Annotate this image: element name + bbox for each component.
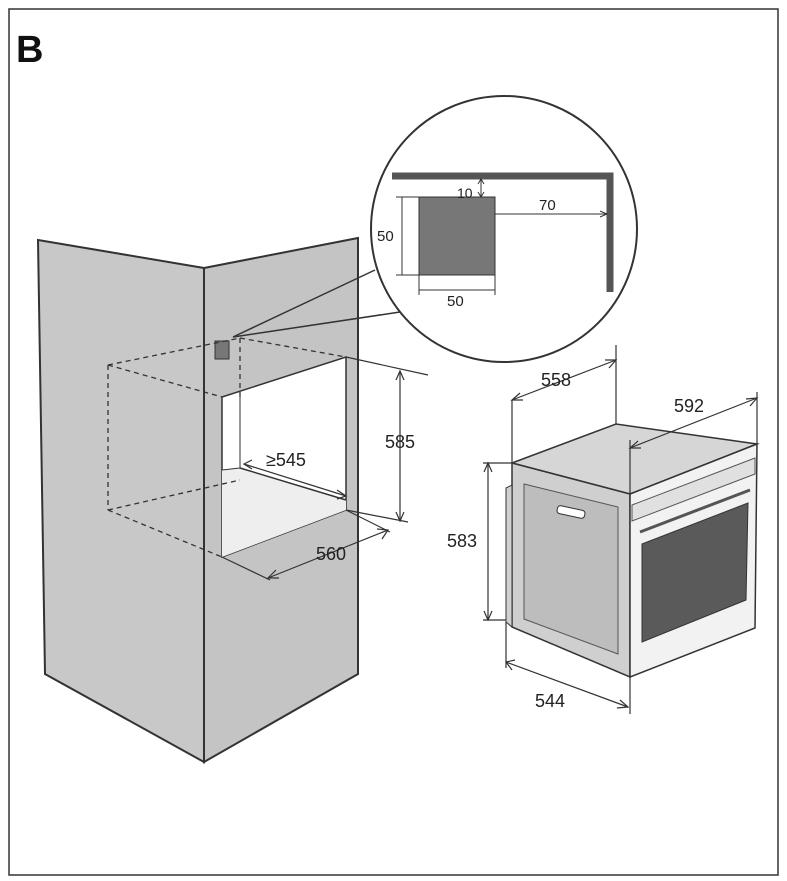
oven-depth-top-label: 558 — [541, 370, 571, 390]
detail-vent-square — [418, 196, 496, 276]
figure-label: B — [16, 29, 43, 71]
side-gap-label: 70 — [539, 197, 556, 214]
vent-height-label: 50 — [377, 228, 394, 245]
oven-height-label: 583 — [447, 531, 477, 551]
oven: 558 592 583 544 — [447, 345, 760, 714]
oven-rear-rim — [505, 484, 513, 629]
cabinet-corner-frame — [392, 172, 614, 292]
niche-floor — [222, 468, 346, 557]
oven-side-handle — [556, 505, 586, 519]
oven-dimension-lines — [483, 345, 759, 714]
oven-window — [641, 502, 749, 643]
niche-width-label: 560 — [316, 544, 346, 564]
cabinet: ≥545 585 560 — [36, 236, 429, 764]
top-gap-label: 10 — [457, 185, 473, 201]
vent-square — [214, 340, 230, 360]
niche-dashed-outline — [107, 337, 347, 558]
oven-width-label: 592 — [674, 396, 704, 416]
niche-depth-label: ≥545 — [266, 450, 306, 470]
oven-door-handle — [639, 488, 751, 534]
oven-depth-bottom-label: 544 — [535, 691, 565, 711]
oven-side-panel — [523, 483, 619, 655]
cabinet-left-face — [36, 238, 205, 764]
niche-height-label: 585 — [385, 432, 415, 452]
detail-circle — [370, 95, 638, 363]
vent-detail: 50 50 10 70 — [232, 95, 638, 363]
niche-dimension-lines — [221, 356, 429, 581]
oven-control-strip — [631, 457, 756, 522]
vent-width-label: 50 — [447, 293, 464, 310]
